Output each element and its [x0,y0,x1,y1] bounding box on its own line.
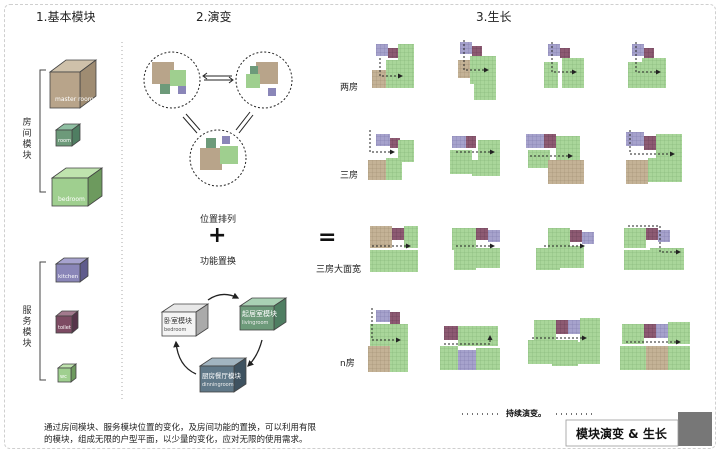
cycle-label-dinningroom: 厨房餐厅模块 [202,372,241,380]
arrange-label: 位置排列 [200,215,237,225]
cycle-tag-dinningroom: dinningroom [202,382,234,388]
row-label-two-room: 两房 [340,83,359,93]
row-label-three-room: 三房 [340,171,359,181]
service-modules-label: 服务模块 [22,306,32,349]
tag-toilet: toilet [58,325,71,331]
plan-r3-c1 [370,226,418,272]
row-label-three-room-wide: 三房大面宽 [316,265,362,275]
cycle-label-bedroom: 卧室模块 [164,317,192,325]
section-title-module: 1.基本模块 [36,10,96,24]
description-line-1: 通过房间模块、服务模块位置的变化，及房间功能的置换，可以利用有限 [44,423,317,433]
plan-r3-c4 [624,225,684,270]
growth-plans [368,40,690,372]
continuous-label: 持续演变。 [506,409,546,418]
cycle-box-dinningroom [198,357,248,393]
description-line-2: 的模块，组成无限的户型平面，以少量的变化，应对无限的使用需求。 [44,435,308,445]
box-room [54,123,82,147]
box-bedroom [50,167,104,207]
cycle-tag-livingroom: livingroom [242,320,269,326]
cycle-box-livingroom [238,297,288,331]
plan-r1-c1 [372,44,414,88]
plan-r1-c4 [628,42,666,88]
section-title-growth: 3.生长 [476,10,512,24]
plan-r4-c3 [528,318,600,366]
plan-r2-c3 [526,134,584,184]
plan-r1-c2 [458,40,496,100]
footer-main-title: 模块演变 & 生长 [576,427,667,441]
evolution-circle-2 [235,51,293,109]
plan-r3-c2 [452,228,500,270]
footer-title-box [565,419,679,447]
plan-r3-c3 [536,228,594,270]
row-label-n-room: n房 [340,359,355,369]
cycle-tag-bedroom: bedroom [164,327,187,333]
box-wc [56,363,78,383]
plan-r4-c1 [368,308,408,372]
room-bracket [39,69,46,193]
room-modules-label: 房间模块 [22,118,32,161]
plan-r2-c4 [626,130,682,184]
cycle-label-livingroom: 起居室模块 [242,310,277,318]
plan-r4-c4 [620,322,690,370]
tag-kitchen: kitchen [58,274,79,280]
plan-r2-c1 [368,130,414,180]
service-bracket [39,261,46,381]
tag-wc: wc [60,374,67,380]
plan-r4-c2 [440,326,500,370]
plus-sign: + [208,223,227,248]
tag-room: room [58,138,71,144]
page-frame [4,4,716,449]
plan-r1-c3 [544,42,584,88]
evolution-circle-1 [143,51,201,109]
cycle-arrows [173,292,263,375]
swap-label: 功能置换 [200,257,237,267]
evolution-circle-3 [189,129,247,187]
section-title-evolution: 2.演变 [196,10,232,24]
tag-master-room: master room [55,96,94,103]
box-kitchen [54,257,90,283]
equals-sign: = [318,225,337,250]
box-toilet [54,310,80,334]
cycle-box-bedroom [160,303,210,337]
box-master-room [48,59,98,109]
tag-bedroom: bedroom [58,196,85,203]
swap-arrows [182,72,254,134]
plan-r2-c2 [450,136,500,176]
footer-grey-block [678,412,712,446]
